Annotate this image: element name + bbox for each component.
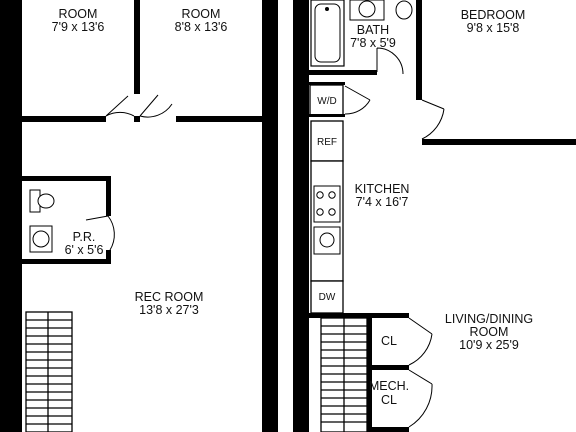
closet-left-wall	[367, 313, 372, 432]
staircase-main	[320, 317, 368, 432]
powder-room-name: P.R.	[73, 230, 96, 244]
door-room-left	[105, 95, 135, 117]
closet-bottom-wall	[367, 427, 409, 432]
lower-level: ROOM 7'9 x 13'6 ROOM 8'8 x 13'6 P.R. 6' …	[0, 0, 278, 432]
door-wd	[344, 85, 371, 115]
room-partition-wall	[134, 0, 140, 94]
room-left-dims: 7'9 x 13'6	[52, 20, 105, 34]
door-mech-closet	[408, 369, 433, 428]
washer-dryer-box	[309, 84, 344, 116]
room-left-name: ROOM	[59, 7, 98, 21]
main-left-exterior-wall	[293, 0, 309, 432]
closet-block	[367, 313, 433, 432]
mech-closet-label-2: CL	[381, 393, 397, 407]
bath-bottom-wall	[309, 70, 377, 75]
toilet-icon	[29, 189, 55, 213]
bedroom-left-wall	[416, 56, 422, 100]
stair-top-wall	[309, 313, 371, 318]
closet-top-wall	[367, 313, 409, 318]
rec-room-dims: 13'8 x 27'3	[139, 303, 199, 317]
door-room-middle	[139, 94, 173, 118]
wd-top-wall	[309, 82, 345, 85]
room-middle-name: ROOM	[182, 7, 221, 21]
door-powder-room	[85, 215, 115, 251]
bathtub-icon	[310, 0, 345, 67]
bath-toilet-icon	[395, 0, 413, 20]
bath-dims: 7'8 x 5'9	[350, 36, 396, 50]
refrigerator-box	[310, 120, 344, 162]
sink-icon	[29, 225, 53, 253]
powder-room-right-wall-lower	[106, 250, 111, 264]
living-dining-name-1: LIVING/DINING	[445, 312, 533, 326]
staircase-lower	[25, 311, 73, 432]
rooms-lower-wall-middle	[134, 116, 140, 122]
rooms-lower-wall-left	[22, 116, 106, 122]
door-bedroom	[421, 99, 445, 140]
bedroom-name: BEDROOM	[461, 8, 526, 22]
bath-sink-icon	[349, 0, 385, 21]
mech-closet-label-1: MECH.	[369, 379, 409, 393]
bedroom-dims: 9'8 x 15'8	[467, 21, 520, 35]
door-closet	[408, 317, 433, 366]
door-bath	[376, 47, 404, 75]
powder-room-right-wall-upper	[106, 176, 111, 216]
living-dining-name-2: ROOM	[470, 325, 509, 339]
wd-bottom-wall	[309, 114, 345, 117]
rooms-lower-wall-right	[176, 116, 262, 122]
bath-name: BATH	[357, 23, 389, 37]
bath-right-wall	[416, 0, 422, 56]
powder-room-top-wall	[22, 176, 110, 181]
stove-icon	[313, 185, 341, 223]
washer-dryer-label: W/D	[317, 96, 336, 107]
closet-label: CL	[381, 334, 397, 348]
kitchen-dims: 7'4 x 16'7	[356, 195, 409, 209]
bedroom-bottom-wall	[422, 139, 576, 145]
kitchen-name: KITCHEN	[355, 182, 410, 196]
room-middle-dims: 8'8 x 13'6	[175, 20, 228, 34]
kitchen-counter	[310, 160, 344, 282]
powder-room-bottom-wall	[22, 259, 110, 264]
main-level: W/D REF DW	[293, 0, 576, 432]
living-dining-dims: 10'9 x 25'9	[459, 338, 519, 352]
left-exterior-wall	[0, 0, 22, 432]
bedroom-left-wall-lower	[422, 139, 428, 145]
right-exterior-wall	[262, 0, 278, 432]
refrigerator-label: REF	[317, 137, 337, 148]
closet-divider-wall	[367, 365, 409, 370]
kitchen-sink-icon	[313, 226, 341, 255]
powder-room-dims: 6' x 5'6	[65, 243, 104, 257]
rec-room-name: REC ROOM	[135, 290, 204, 304]
dishwasher-label: DW	[319, 292, 336, 303]
